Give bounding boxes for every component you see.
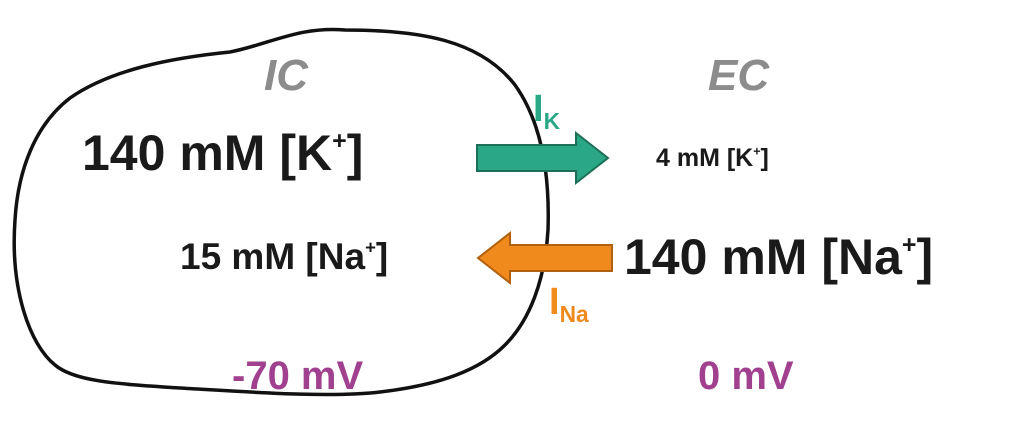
intracellular-membrane-potential: -70 mV [232, 354, 364, 398]
potassium-current-subscript: K [543, 107, 561, 134]
intracellular-potassium-concentration: 140 mM [K+] [82, 128, 363, 178]
ec-na-value: 140 mM [Na [624, 229, 902, 285]
sodium-current-symbol: I [549, 281, 560, 323]
ec-na-bracket: ] [916, 229, 934, 285]
ic-k-charge: + [332, 126, 347, 155]
extracellular-potential: 0 mV [698, 354, 794, 398]
ic-na-bracket: ] [375, 236, 389, 277]
ic-na-charge: + [365, 236, 376, 258]
cell-membrane-outline [12, 27, 550, 397]
ic-k-value: 140 mM [K [82, 125, 333, 181]
sodium-current-arrow [476, 230, 613, 286]
ec-k-value: 4 mM [K [656, 144, 754, 172]
intracellular-sodium-concentration: 15 mM [Na+] [180, 238, 388, 275]
extracellular-potassium-concentration: 4 mM [K+] [656, 144, 769, 172]
potassium-current-symbol: I [533, 88, 544, 130]
ec-k-charge: + [753, 144, 761, 159]
extracellular-sodium-concentration: 140 mM [Na+] [624, 232, 933, 282]
ic-na-value: 15 mM [Na [180, 236, 366, 277]
ic-k-bracket: ] [346, 125, 364, 181]
extracellular-label: EC [708, 51, 770, 100]
potassium-current-arrow [476, 130, 610, 186]
intracellular-label: IC [264, 51, 308, 100]
ec-k-bracket: ] [760, 144, 769, 172]
sodium-current-subscript: Na [559, 300, 589, 327]
ec-na-charge: + [901, 230, 917, 259]
potassium-current-label: IK [533, 88, 560, 132]
sodium-current-label: INa [549, 281, 589, 325]
